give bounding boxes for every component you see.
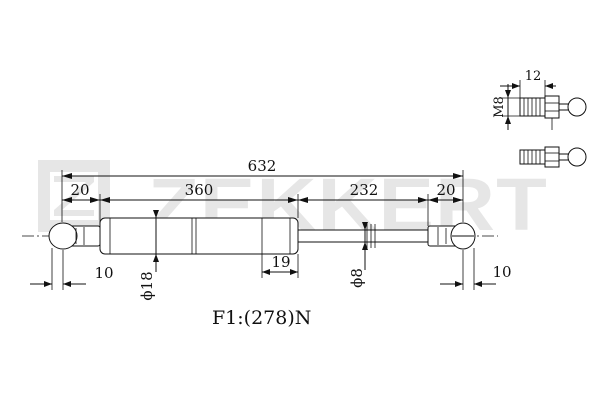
left-offset-dimension: 10 [30, 248, 114, 290]
left-offset-label: 10 [94, 264, 113, 282]
hex-collar-top [544, 95, 560, 119]
tube-step-label: 19 [271, 253, 290, 271]
total-length-label: 632 [248, 157, 277, 175]
rod-diameter-label: ϕ8 [348, 268, 366, 288]
left-ball-socket [48, 222, 78, 250]
gas-spring-body [48, 217, 476, 255]
left-end-length-label: 20 [70, 181, 89, 199]
rod-length-label: 232 [350, 181, 379, 199]
right-offset-dimension: 10 [440, 248, 512, 290]
cylinder-diameter-dimension: ϕ18 [138, 210, 159, 301]
cylinder-tube [99, 217, 299, 255]
thread-detail-top: 12 M8 [492, 69, 587, 130]
total-length-dimension: 632 [61, 157, 464, 222]
cylinder-length-label: 360 [185, 181, 214, 199]
rod-diameter-dimension: ϕ8 [348, 222, 368, 288]
cylinder-diameter-label: ϕ18 [138, 271, 156, 300]
right-offset-label: 10 [492, 263, 511, 281]
hex-collar-bottom [544, 146, 560, 168]
ball-stud-bottom [567, 147, 587, 167]
tube-step-dimension: 19 [261, 253, 299, 278]
piston-rod [297, 229, 429, 243]
thread-length-label: 12 [525, 69, 542, 84]
thread-size-label: M8 [492, 96, 507, 118]
right-end-length-label: 20 [436, 181, 455, 199]
thread-detail-bottom [519, 146, 587, 168]
segment-dimensions: 20 360 232 20 [62, 181, 463, 226]
force-label: F1:(278)N [212, 307, 311, 329]
ball-stud-top [567, 97, 587, 117]
